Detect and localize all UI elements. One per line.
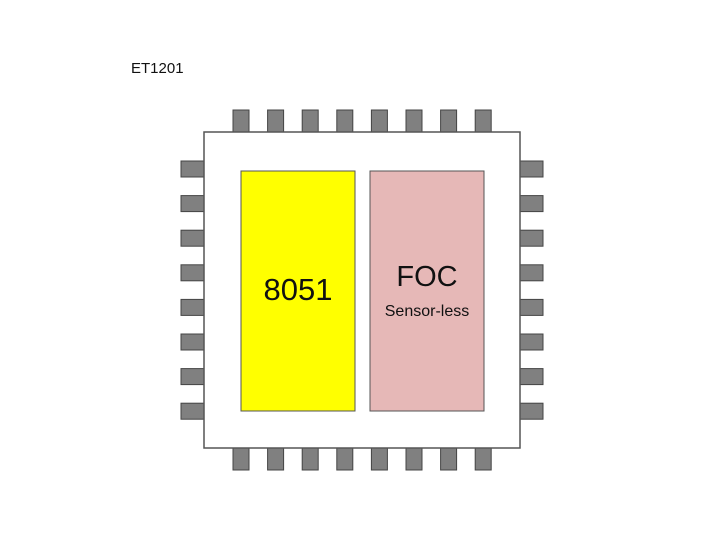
pin-left	[180, 298, 205, 316]
pin-top	[267, 109, 285, 133]
pin-bottom	[232, 447, 250, 471]
pin-bottom	[370, 447, 388, 471]
pin-top	[474, 109, 492, 133]
pin-left	[180, 264, 205, 282]
foc-label: FOC	[396, 261, 458, 293]
pin-bottom	[267, 447, 285, 471]
pin-right	[519, 368, 544, 386]
pin-right	[519, 333, 544, 351]
pins-right	[519, 160, 544, 420]
pins-left	[180, 160, 205, 420]
pin-bottom	[440, 447, 458, 471]
pin-left	[180, 195, 205, 213]
pin-top	[370, 109, 388, 133]
cpu-block	[240, 170, 356, 412]
pin-right	[519, 229, 544, 247]
pin-left	[180, 333, 205, 351]
pin-right	[519, 195, 544, 213]
pin-top	[440, 109, 458, 133]
pin-bottom	[336, 447, 354, 471]
pin-left	[180, 160, 205, 178]
pin-right	[519, 298, 544, 316]
pin-right	[519, 402, 544, 420]
pin-top	[301, 109, 319, 133]
pins-bottom	[232, 447, 492, 471]
pin-top	[336, 109, 354, 133]
pin-top	[232, 109, 250, 133]
pin-right	[519, 264, 544, 282]
cpu-label: 8051	[263, 272, 333, 307]
pin-bottom	[301, 447, 319, 471]
pin-left	[180, 229, 205, 247]
pin-top	[405, 109, 423, 133]
pin-left	[180, 368, 205, 386]
foc-sublabel: Sensor-less	[384, 303, 470, 320]
chip-title: ET1201	[131, 60, 184, 77]
pin-bottom	[405, 447, 423, 471]
pin-bottom	[474, 447, 492, 471]
pin-left	[180, 402, 205, 420]
pin-right	[519, 160, 544, 178]
foc-block	[369, 170, 485, 412]
pins-top	[232, 109, 492, 133]
